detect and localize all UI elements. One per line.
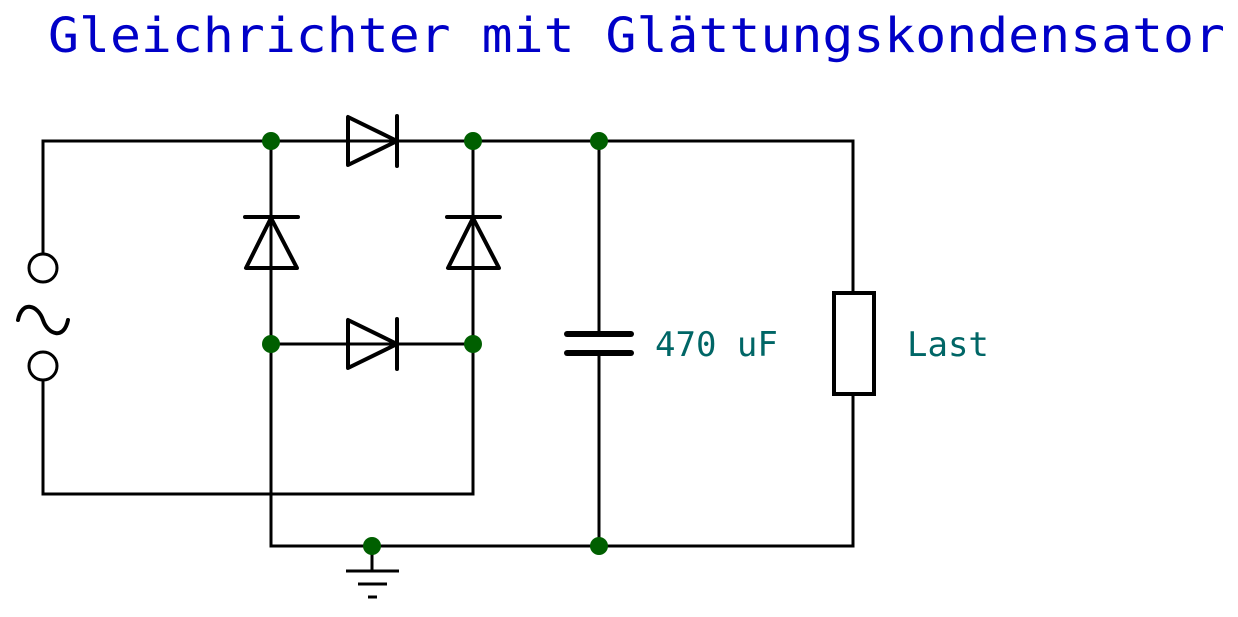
junction-dot: [262, 335, 280, 353]
capacitor-label: 470 uF: [655, 325, 778, 365]
junction-dot: [590, 132, 608, 150]
wires: [41, 139, 855, 548]
diode-right: [445, 215, 502, 270]
capacitor-symbol: [564, 331, 634, 356]
load-label: Last: [907, 325, 989, 365]
diode-top: [346, 114, 399, 168]
junction-dot: [464, 132, 482, 150]
diode-left: [243, 215, 300, 270]
diode-bottom: [346, 317, 399, 371]
schematic-title: Gleichrichter mit Glättungskondensator: [48, 8, 1225, 64]
junction-dot: [363, 537, 381, 555]
ac-source-symbol: [16, 252, 70, 382]
junction-dot: [464, 335, 482, 353]
load-resistor-symbol: [832, 291, 876, 396]
junction-dots: [262, 132, 608, 555]
junction-dot: [262, 132, 280, 150]
junction-dot: [590, 537, 608, 555]
ground-symbol: [346, 544, 399, 599]
